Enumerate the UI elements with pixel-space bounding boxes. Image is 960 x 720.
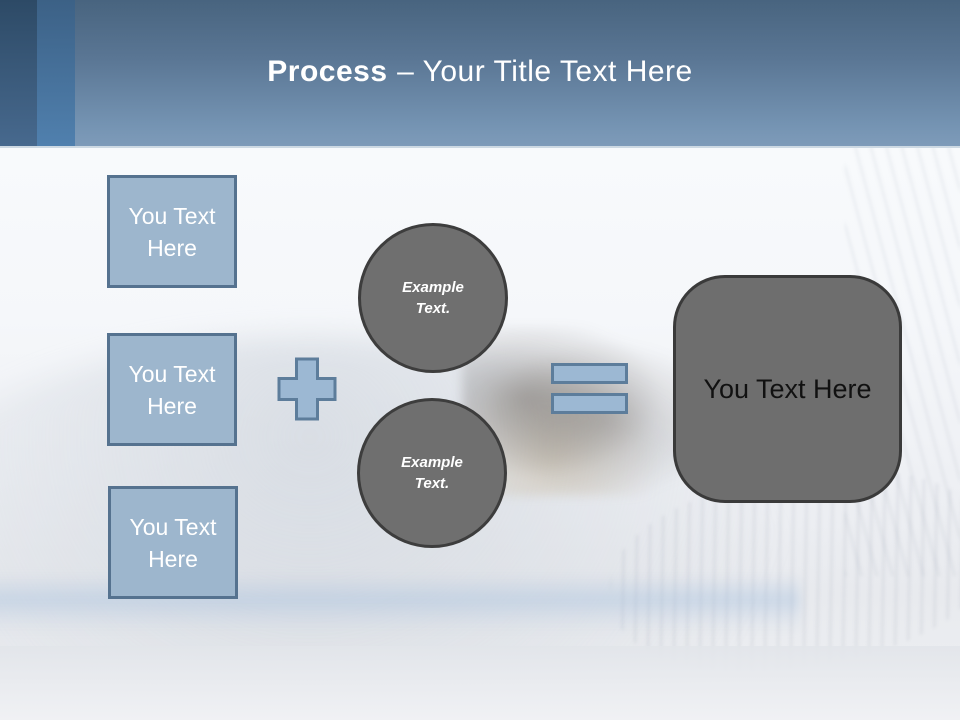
equals-bar-bottom <box>551 393 628 414</box>
left-accent-stripe-dark <box>0 0 37 146</box>
plus-icon <box>276 356 338 427</box>
input-box-3[interactable]: You Text Here <box>108 486 238 599</box>
equals-icon <box>551 363 628 414</box>
example-circle-1[interactable]: Example Text. <box>358 223 508 373</box>
slide-title-emphasis: Process <box>267 55 388 88</box>
input-box-1-label: You Text Here <box>128 202 216 261</box>
example-circle-2-label: Example Text. <box>401 454 463 492</box>
header-banner: Process – Your Title Text Here <box>0 0 960 148</box>
equals-bar-top <box>551 363 628 384</box>
table-surface <box>0 646 960 720</box>
slide-title: Process – Your Title Text Here <box>0 55 960 89</box>
input-box-2-label: You Text Here <box>128 360 216 419</box>
result-box[interactable]: You Text Here <box>673 275 902 503</box>
input-box-2[interactable]: You Text Here <box>107 333 237 446</box>
example-circle-1-label: Example Text. <box>402 279 464 317</box>
input-box-3-label: You Text Here <box>129 513 217 572</box>
left-accent-stripe-light <box>37 0 75 146</box>
example-circle-2[interactable]: Example Text. <box>357 398 507 548</box>
slide-title-rest: – Your Title Text Here <box>397 55 693 88</box>
input-box-1[interactable]: You Text Here <box>107 175 237 288</box>
result-box-label: You Text Here <box>703 373 872 404</box>
